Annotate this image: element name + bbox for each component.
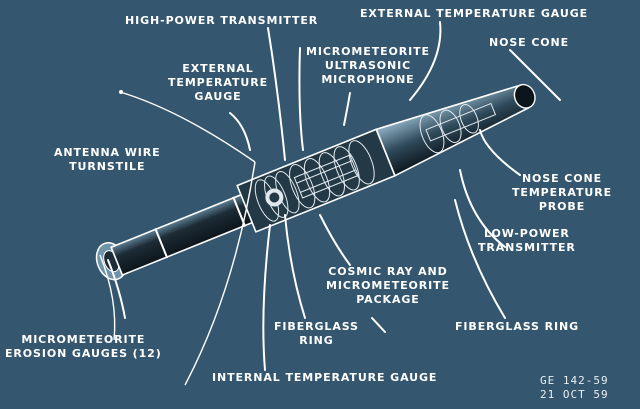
- label-external-temperature-gauge-top: EXTERNAL TEMPERATURE GAUGE: [360, 7, 589, 20]
- label-internal-temperature-gauge: INTERNAL TEMPERATURE GAUGE: [212, 371, 438, 384]
- label-nose-cone: NOSE CONE: [489, 36, 570, 49]
- drawing-code: GE 142-59 21 OCT 59: [540, 374, 609, 401]
- antenna-wires: [99, 91, 256, 386]
- label-high-power-transmitter: HIGH-POWER TRANSMITTER: [125, 14, 319, 27]
- label-antenna-wire-turnstile: ANTENNA WIRE TURNSTILE: [54, 146, 161, 173]
- leader-lines: [107, 21, 561, 371]
- label-external-temperature-gauge-left: EXTERNAL TEMPERATURE GAUGE: [168, 62, 268, 103]
- fiberglass-ring-rear: [154, 227, 169, 259]
- label-cosmic-ray-package: COSMIC RAY AND MICROMETEORITE PACKAGE: [326, 265, 450, 306]
- label-nose-cone-temperature-probe: NOSE CONE TEMPERATURE PROBE: [512, 172, 612, 213]
- label-fiberglass-ring-center: FIBERGLASS RING: [274, 320, 359, 347]
- label-micrometeorite-microphone: MICROMETEORITE ULTRASONIC MICROPHONE: [306, 45, 430, 86]
- label-low-power-transmitter: LOW-POWER TRANSMITTER: [478, 227, 576, 254]
- instrument-section: [236, 128, 397, 233]
- label-fiberglass-ring-right: FIBERGLASS RING: [455, 320, 580, 333]
- label-micrometeorite-erosion-gauges: MICROMETEORITE EROSION GAUGES (12): [5, 333, 162, 360]
